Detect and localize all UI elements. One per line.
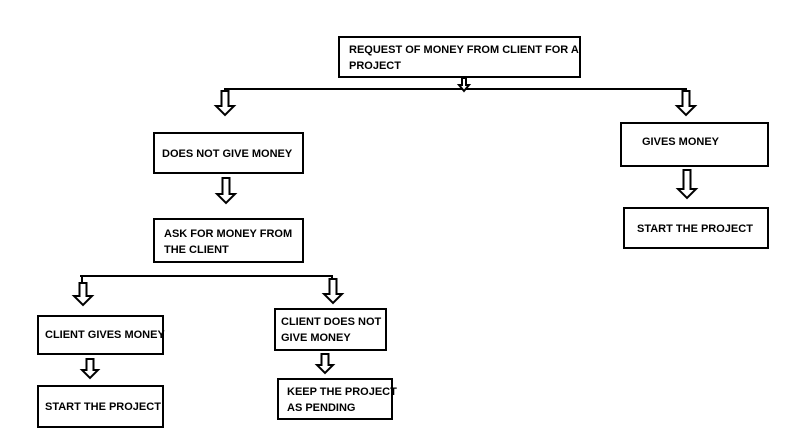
arrow-down-icon [674,90,698,117]
does-not-give-money-box: DOES NOT GIVE MONEY [153,132,304,174]
ask-for-money-line1: ASK FOR MONEY FROM [164,228,293,240]
ask-for-money-line2: THE CLIENT [164,244,229,256]
keep-pending-box: KEEP THE PROJECT AS PENDING [277,378,397,420]
arrow-down-icon [321,278,345,305]
gives-money-box: GIVES MONEY [620,122,769,167]
start-project-left-label: START THE PROJECT [45,401,161,413]
ask-for-money-box: ASK FOR MONEY FROM THE CLIENT [153,218,304,263]
start-project-right-box: START THE PROJECT [623,207,769,249]
request-money-line2: PROJECT [349,60,401,72]
client-does-not-give-line1: CLIENT DOES NOT [281,316,382,328]
arrow-down-icon [71,282,95,307]
arrow-down-icon [314,353,336,375]
client-gives-money-box: CLIENT GIVES MONEY [37,315,165,355]
keep-pending-line2: AS PENDING [287,402,356,414]
client-does-not-give-box: CLIENT DOES NOT GIVE MONEY [274,308,387,351]
request-money-box: REQUEST OF MONEY FROM CLIENT FOR A PROJE… [338,36,581,78]
arrow-down-icon [213,90,237,117]
does-not-give-money-label: DOES NOT GIVE MONEY [162,148,293,160]
arrow-down-icon [214,177,238,205]
arrow-down-icon [79,358,101,380]
keep-pending-line1: KEEP THE PROJECT [287,386,397,398]
client-does-not-give-line2: GIVE MONEY [281,332,351,344]
start-project-right-label: START THE PROJECT [637,223,753,235]
start-project-left-box: START THE PROJECT [37,385,164,428]
arrow-down-icon [456,77,472,93]
request-money-line1: REQUEST OF MONEY FROM CLIENT FOR A [349,44,579,56]
client-gives-money-label: CLIENT GIVES MONEY [45,329,165,341]
arrow-down-icon [675,169,699,200]
gives-money-label: GIVES MONEY [642,136,720,148]
